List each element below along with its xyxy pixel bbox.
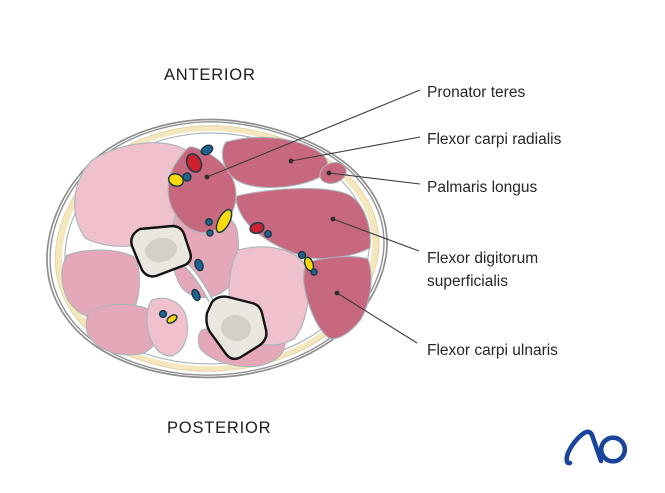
vein-icon xyxy=(200,144,214,156)
annotation-flexor-carpi-radialis: Flexor carpi radialis xyxy=(427,131,562,148)
interosseous-vessels xyxy=(191,258,204,302)
bone-radius-medulla xyxy=(145,237,177,263)
ulnar-artery-cluster xyxy=(249,221,272,238)
vein-icon xyxy=(206,229,214,237)
artery-icon xyxy=(249,221,265,235)
leader-line-palmaris-longus xyxy=(328,172,421,185)
vein-icon xyxy=(310,268,318,276)
muscle-bottom-wedge xyxy=(146,297,188,357)
pointer-dot-flexor-digitorum-superficialis xyxy=(330,216,336,222)
annotation-palmaris-longus: Palmaris longus xyxy=(427,179,538,196)
annotation-flexor-carpi-ulnaris: Flexor carpi ulnaris xyxy=(427,342,558,359)
bone-ulna xyxy=(205,295,268,361)
nerve-icon xyxy=(215,208,233,234)
artery-icon xyxy=(185,153,203,173)
median-nerve-cluster xyxy=(205,208,233,237)
pointer-dot-pronator-teres xyxy=(204,174,210,180)
vein-icon xyxy=(191,288,201,302)
vein-icon xyxy=(182,172,192,182)
muscle-bottom-left xyxy=(85,303,160,356)
bone-ulna-medulla xyxy=(221,314,251,342)
nerve-icon xyxy=(166,314,178,324)
bone-radius xyxy=(130,224,193,278)
pointer-dot-palmaris-longus xyxy=(326,170,332,176)
leader-lines xyxy=(204,89,421,344)
orientation-label-anterior: ANTERIOR xyxy=(164,66,256,84)
nerve-icon xyxy=(167,173,185,187)
vein-icon xyxy=(297,250,307,260)
ao-logo-a xyxy=(564,429,604,466)
leader-line-pronator-teres xyxy=(206,89,421,178)
pointer-dot-flexor-carpi-radialis xyxy=(288,158,294,164)
muscle-flexor-carpi-radialis xyxy=(221,136,329,188)
posterior-vessel-cluster xyxy=(158,309,178,324)
muscle-flexor-carpi-ulnaris xyxy=(303,256,372,340)
radial-vessel-cluster xyxy=(167,144,214,187)
leader-line-flexor-digitorum-superficialis xyxy=(332,218,420,252)
vein-icon xyxy=(205,218,213,226)
anterior-muscle-group xyxy=(167,136,372,340)
posterior-muscle-group xyxy=(61,142,309,368)
vein-icon xyxy=(194,258,204,272)
ao-logo xyxy=(564,429,628,466)
ao-logo-o xyxy=(598,435,628,464)
leader-line-flexor-carpi-radialis xyxy=(290,136,421,162)
annotation-pronator-teres: Pronator teres xyxy=(427,84,526,101)
pointer-dot-flexor-carpi-ulnaris xyxy=(334,290,340,296)
ulnar-nerve-cluster xyxy=(297,250,318,276)
vein-icon xyxy=(264,230,272,238)
vein-icon xyxy=(158,309,168,319)
annotation-flexor-digitorum-superficialis: Flexor digitorum superficialis xyxy=(427,250,539,290)
leader-line-flexor-carpi-ulnaris xyxy=(336,292,418,344)
orientation-label-posterior: POSTERIOR xyxy=(167,419,272,437)
